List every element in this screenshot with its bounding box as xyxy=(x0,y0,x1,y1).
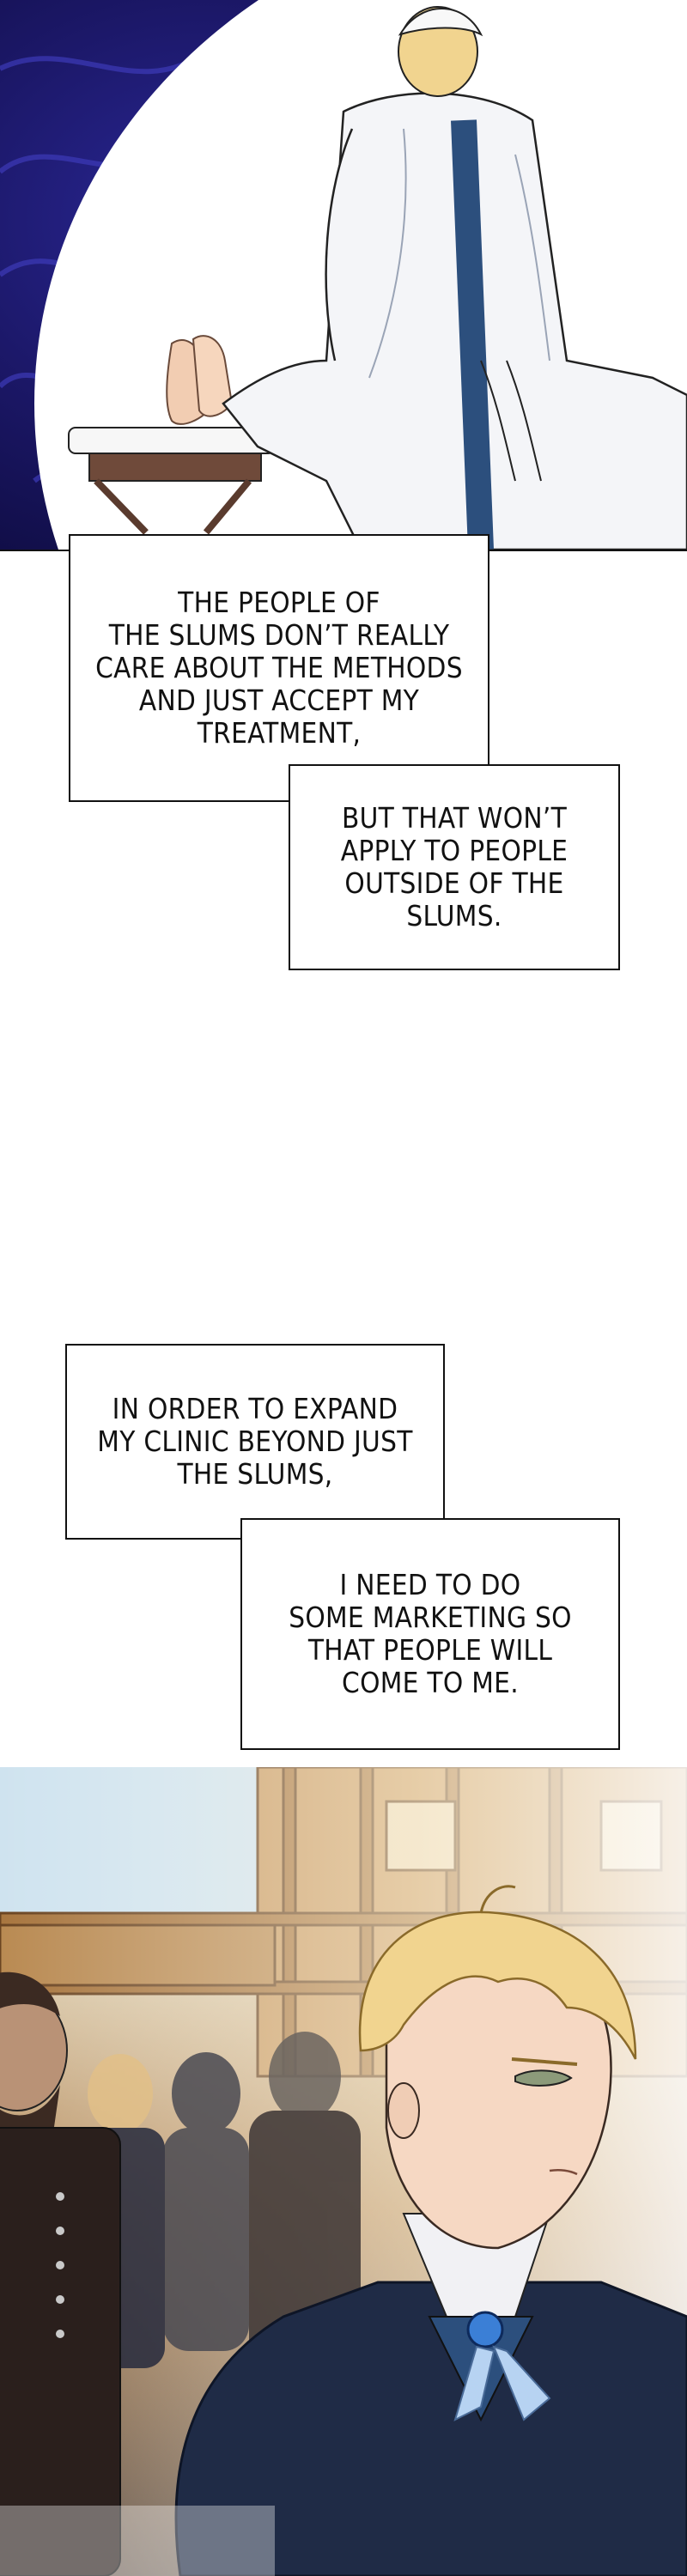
panel-young-man-crowd xyxy=(0,1767,687,2576)
caption-box-2: BUT THAT WON’T APPLY TO PEOPLE OUTSIDE O… xyxy=(289,764,620,970)
blue-brooch xyxy=(466,2311,504,2348)
caption-box-1: THE PEOPLE OF THE SLUMS DON’T REALLY CAR… xyxy=(69,534,489,802)
bottom-vignette xyxy=(0,2506,275,2576)
panel-doctor-treating xyxy=(0,0,687,550)
caption-box-3: IN ORDER TO EXPAND MY CLINIC BEYOND JUST… xyxy=(65,1344,445,1540)
doctor-figure xyxy=(222,6,687,550)
patient-feet xyxy=(166,335,234,425)
bearded-man xyxy=(0,1971,121,2576)
cot xyxy=(68,427,276,535)
crowd-illustration xyxy=(0,1767,687,2576)
caption-box-4: I NEED TO DO SOME MARKETING SO THAT PEOP… xyxy=(240,1518,620,1750)
blonde-young-man xyxy=(174,1885,687,2576)
doctor-illustration xyxy=(0,0,687,550)
